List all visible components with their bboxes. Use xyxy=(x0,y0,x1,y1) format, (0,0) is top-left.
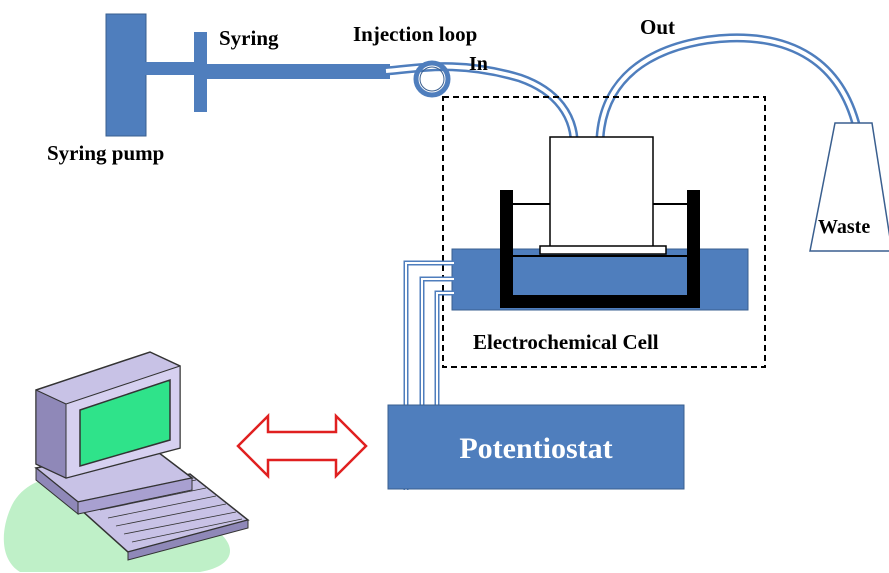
waste-label: Waste xyxy=(818,216,870,238)
cell-label: Electrochemical Cell xyxy=(473,330,659,354)
syringe-label: Syring xyxy=(219,26,279,50)
injection-loop xyxy=(413,60,451,98)
syringe-pump-label: Syring pump xyxy=(47,141,164,165)
potentiostat-label: Potentiostat xyxy=(459,432,612,465)
waste-container xyxy=(809,122,889,252)
outlet-tubing xyxy=(595,33,862,139)
potentiostat xyxy=(387,404,685,490)
syringe-pump xyxy=(105,13,194,137)
outlet-label: Out xyxy=(640,15,675,39)
cell-body xyxy=(500,190,700,308)
syringe xyxy=(194,32,390,112)
flow-cell-lid xyxy=(513,136,687,257)
inlet-label: In xyxy=(469,53,488,75)
data-exchange-arrow xyxy=(236,412,368,480)
cell-enclosure xyxy=(442,96,766,368)
injection-loop-label: Injection loop xyxy=(353,22,477,46)
computer-icon xyxy=(3,351,250,572)
inlet-tubing xyxy=(385,62,579,139)
